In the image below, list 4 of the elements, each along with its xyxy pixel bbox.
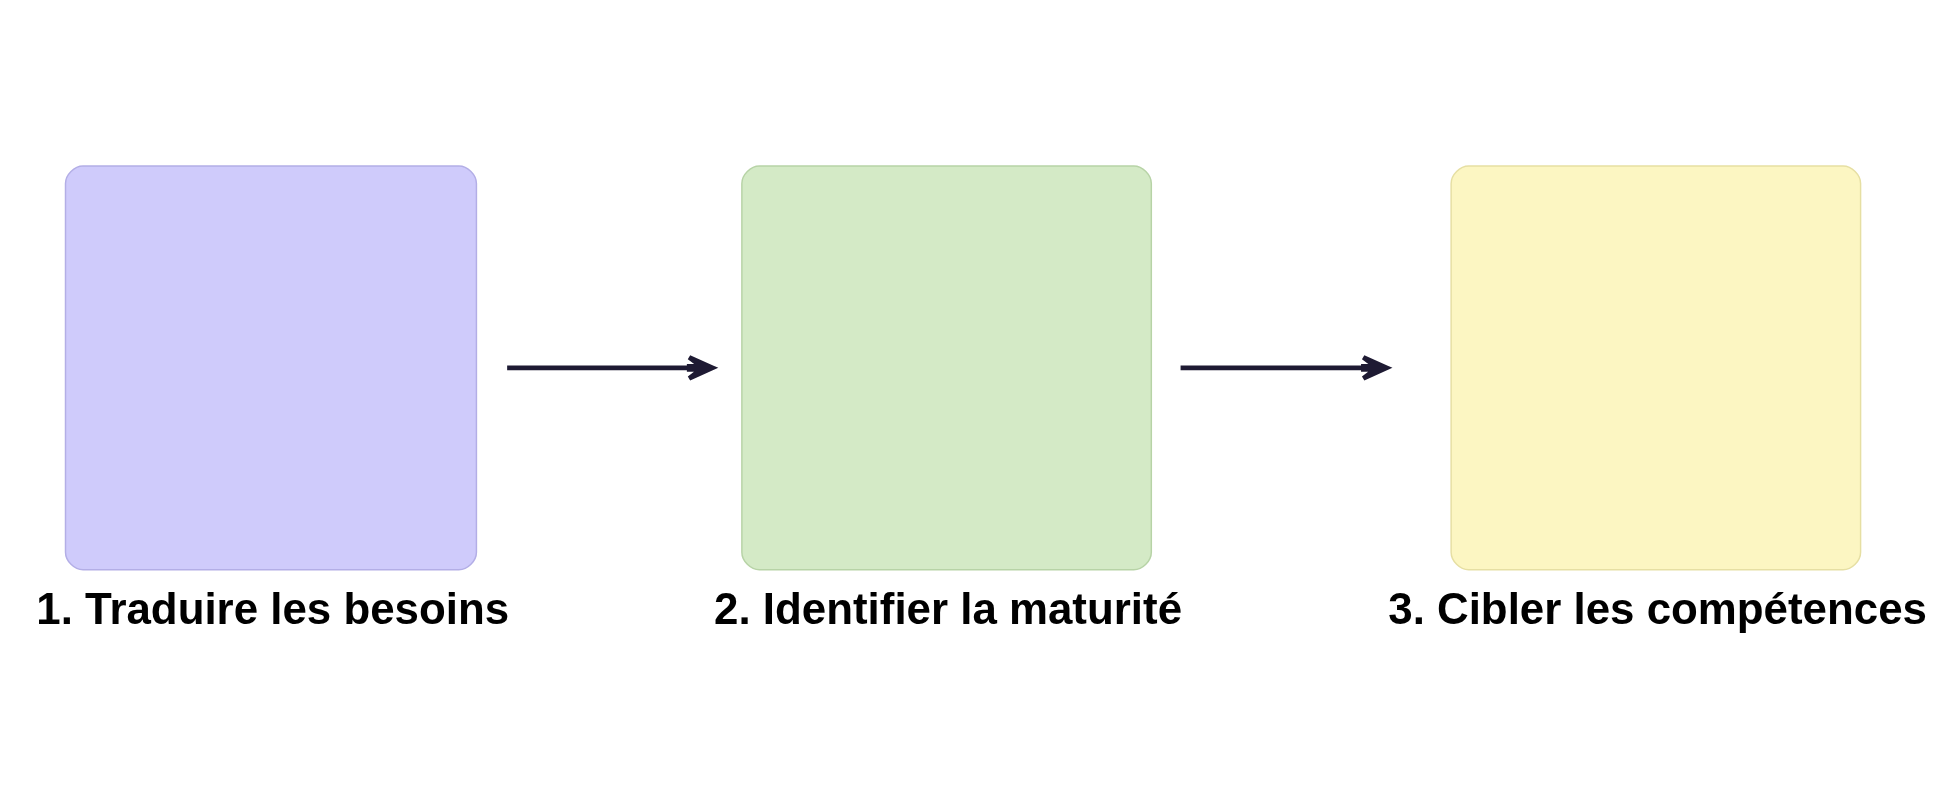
node-label: 2. Identifier la maturité	[714, 583, 1183, 633]
node-label: 3. Cibler les compétences	[1388, 583, 1927, 633]
node-label: 1. Traduire les besoins	[36, 583, 510, 633]
arrow	[1180, 355, 1390, 381]
